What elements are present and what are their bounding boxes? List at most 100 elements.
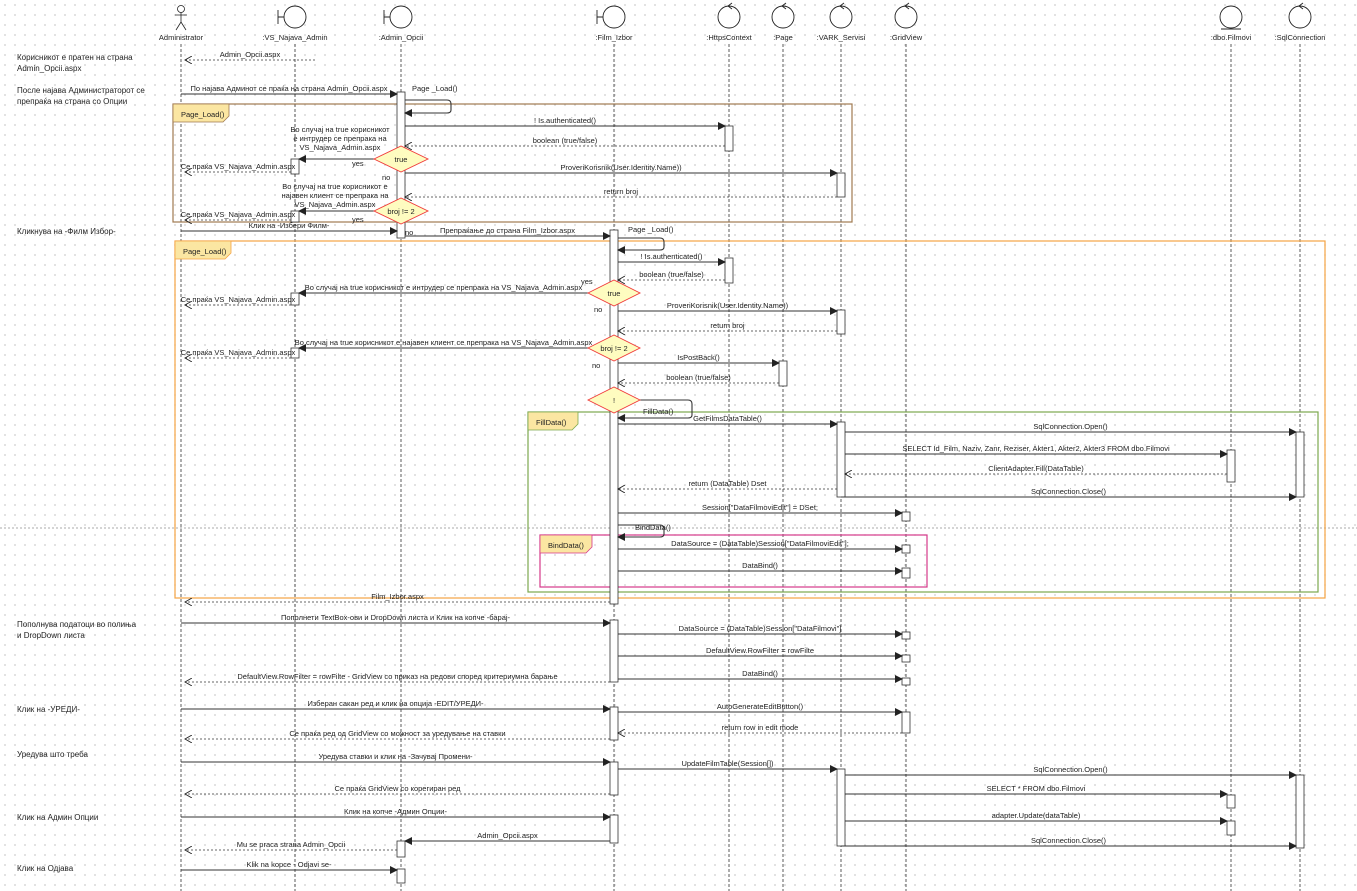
message-label: Mu se praca strana Admin_Opcii <box>237 840 346 849</box>
top <box>372 145 642 414</box>
message-label: DataSource = (DataTable)Session["DataFil… <box>679 624 842 633</box>
self-call-label: Page _Load() <box>628 225 674 234</box>
boundary-icon <box>596 5 626 29</box>
activation-bar <box>290 158 300 175</box>
actor-label: :Film_Izbor <box>595 33 633 42</box>
control-icon <box>894 2 918 29</box>
message-label: Film_Izbor.aspx <box>371 592 424 601</box>
lifeline-ao[interactable] <box>383 5 413 29</box>
decision-diamond <box>372 197 430 225</box>
self-call[interactable] <box>617 237 665 254</box>
message-label: DataSource = (DataTable)Session["DataFil… <box>671 539 849 548</box>
control-icon <box>717 2 741 29</box>
control-icon <box>1288 2 1312 29</box>
message-label: Во случај на true корисникот е најавен к… <box>295 338 593 347</box>
guard-label: yes <box>352 159 364 168</box>
guard-label: no <box>405 228 413 237</box>
arrow-note: VS_Najava_Admin.aspx <box>295 200 376 209</box>
lifeline-sq[interactable] <box>1288 2 1312 29</box>
frame-3 <box>527 411 1319 593</box>
message-label: DefaultView.RowFilter = rowFilte - GridV… <box>237 672 557 681</box>
message-label: Се праќа VS_Najava_Admin.aspx <box>181 348 296 357</box>
message-label: return broj <box>710 321 745 330</box>
frame-label: Page_Load() <box>183 247 227 256</box>
decision-label: broj != 2 <box>387 207 414 216</box>
guard-label: yes <box>581 277 593 286</box>
message-label: SqlConnection.Close() <box>1031 836 1107 845</box>
actor-label: :dbo.Filmovi <box>1211 33 1252 42</box>
actor-label: :VS_Najava_Admin <box>262 33 327 42</box>
actor-label: :Admin_Opcii <box>379 33 424 42</box>
lifeline-fi[interactable] <box>596 5 626 29</box>
activation-bar <box>901 711 911 734</box>
entity-icon <box>1219 5 1243 30</box>
message-label: SqlConnection.Open() <box>1033 422 1108 431</box>
decision-diamond <box>586 334 642 362</box>
self-call[interactable] <box>617 399 693 422</box>
message-label: DefaultView.RowFilter = rowFilte <box>706 646 814 655</box>
msgs <box>181 60 1297 874</box>
lifeline-pg[interactable] <box>771 2 795 29</box>
message-label: Session["DataFilmoviEdit"] = DSet; <box>702 503 818 512</box>
lifeline-hc[interactable] <box>717 2 741 29</box>
message-label: DataBind() <box>742 561 778 570</box>
side-note: Клик на Админ Опции <box>17 813 98 822</box>
activation-bar <box>778 360 788 387</box>
message-label: ! Is.authenticated() <box>534 116 597 125</box>
actor-label: :GridView <box>890 33 923 42</box>
message-label: Клик на -Избери Филм- <box>249 221 330 230</box>
side-note: Пополнува податоци во полиња <box>17 620 137 629</box>
message-label: Се праќа VS_Najava_Admin.aspx <box>181 210 296 219</box>
self-call[interactable] <box>617 524 665 541</box>
activation-bar <box>836 768 846 847</box>
activation-bar <box>396 840 406 858</box>
activation-bar <box>290 347 300 359</box>
activation-bar <box>901 511 911 522</box>
lifeline-vs[interactable] <box>277 5 307 29</box>
guard-label: no <box>592 361 600 370</box>
activation-bar <box>1226 820 1236 836</box>
lifeline-vk[interactable] <box>829 2 853 29</box>
message-label: Се праќа VS_Najava_Admin.aspx <box>181 162 296 171</box>
message-label: boolean (true/false) <box>639 270 704 279</box>
side-note: Кликнува на -Филм Избор- <box>17 227 116 236</box>
decision-label: true <box>608 289 621 298</box>
arrow-note: е интрудер се препрака на <box>293 134 387 143</box>
arrow-note: најавен клиент се препрака на <box>281 191 389 200</box>
activation-bar <box>290 210 300 223</box>
message-label: return broj <box>604 187 639 196</box>
message-label: ProveriKorisnik(User.Identity.Name)) <box>560 163 682 172</box>
lifeline-adm[interactable] <box>175 5 187 31</box>
activation-bar <box>901 631 911 640</box>
activation-bar <box>1226 794 1236 809</box>
activation-bar <box>609 761 619 796</box>
activation-bar <box>901 544 911 554</box>
message-label: SqlConnection.Close() <box>1031 487 1107 496</box>
side-note: Admin_Opcii.aspx <box>17 64 81 73</box>
control-icon <box>829 2 853 29</box>
self-call[interactable] <box>404 99 452 117</box>
message-label: Изберан сакан ред и клик на опција -EDIT… <box>307 699 484 708</box>
message-label: Препраќање до страна Film_Izbor.aspx <box>440 226 575 235</box>
frame-1 <box>172 103 853 223</box>
guard-label: yes <box>352 215 364 224</box>
actor-label: :Page <box>773 33 793 42</box>
lifeline-db[interactable] <box>1219 5 1243 30</box>
boundary-icon <box>383 5 413 29</box>
message-label: Се праќа ред од GridView со можност за у… <box>289 729 505 738</box>
lifeline-gv[interactable] <box>894 2 918 29</box>
acts <box>290 91 1305 884</box>
guard-label: no <box>382 173 390 182</box>
activation-bar <box>724 125 734 152</box>
message-label: Пополнети TextBox-ови и DropDown листа и… <box>281 613 511 622</box>
decision-diamond <box>372 145 430 173</box>
message-label: ! Is.authenticated() <box>640 252 703 261</box>
frame-2 <box>174 240 1326 599</box>
frame-label: BindData() <box>548 541 584 550</box>
activation-bar <box>609 619 619 683</box>
actor-label: Administrator <box>159 33 204 42</box>
activation-bar <box>901 677 911 686</box>
message-label: boolean (true/false) <box>533 136 598 145</box>
arrow-note: Во случај на true корисникот е <box>282 182 387 191</box>
control-icon <box>771 2 795 29</box>
